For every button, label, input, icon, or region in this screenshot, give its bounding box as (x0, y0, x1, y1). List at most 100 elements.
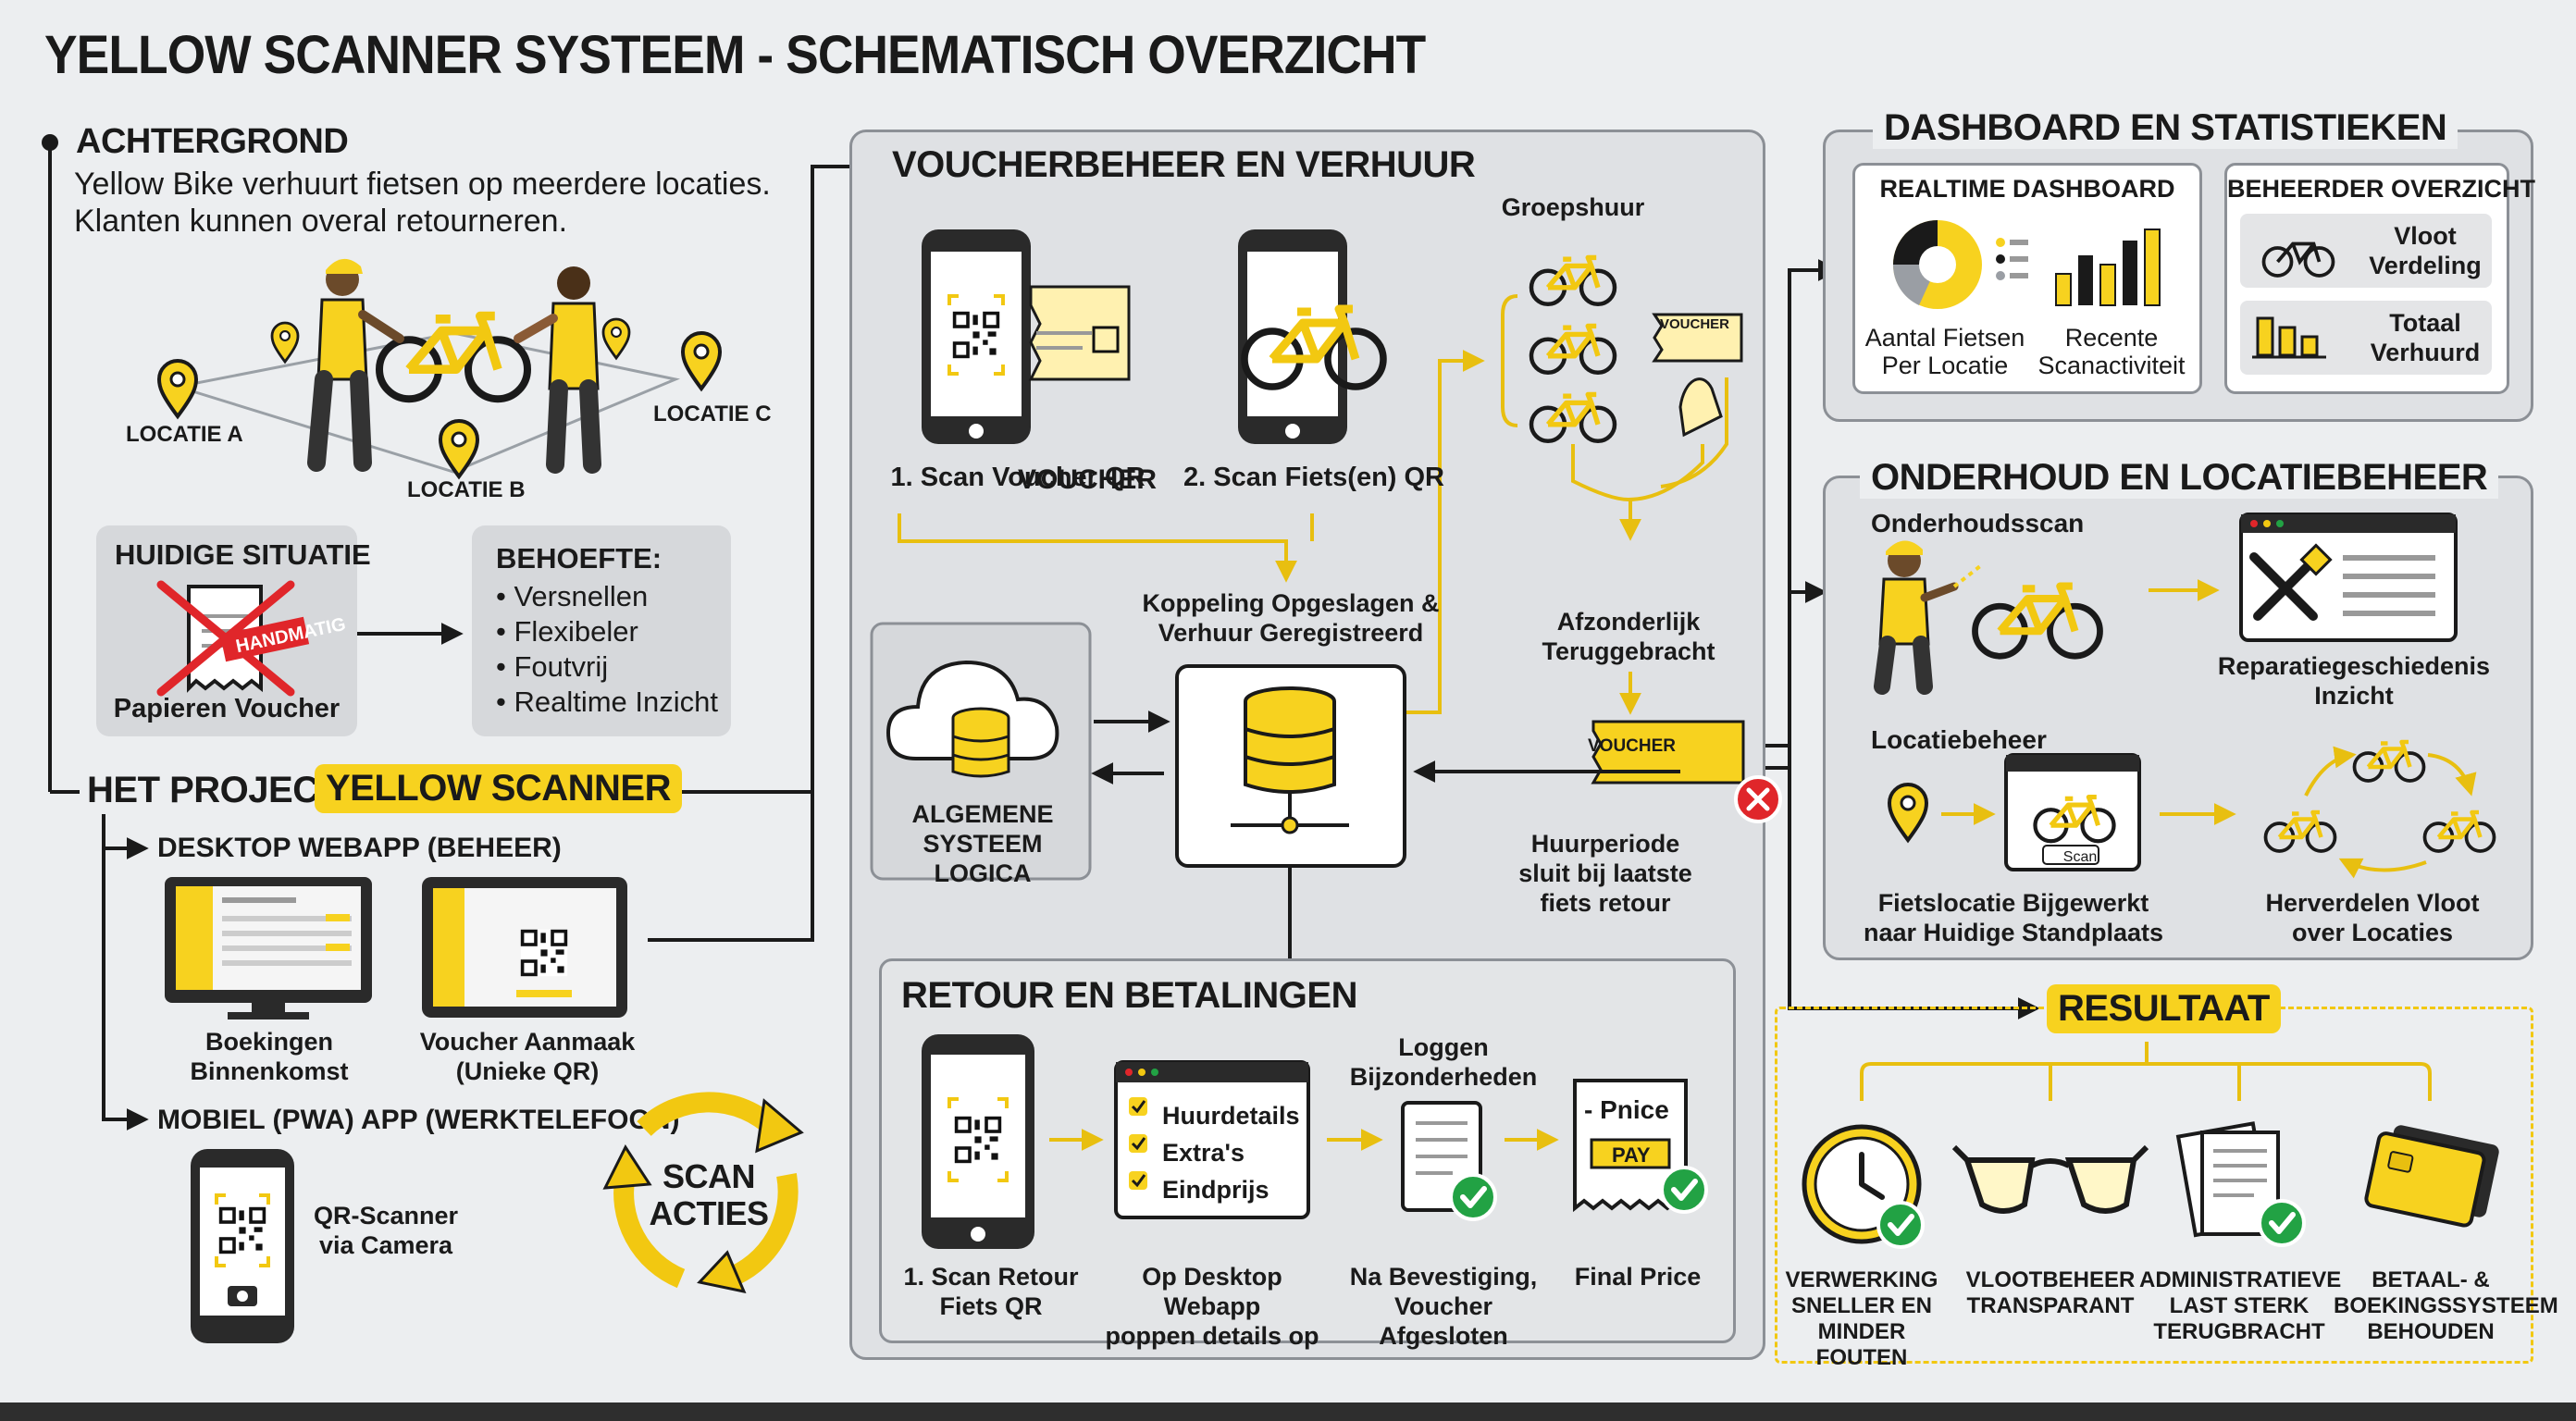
paper-voucher-icon (156, 580, 310, 697)
qr-scanner-label: QR-Scanner via Camera (307, 1201, 464, 1260)
label-line: Voucher Afgesloten (1379, 1292, 1508, 1350)
onderhoudsscan-label: Onderhoudsscan (1871, 509, 2085, 538)
locatiebeheer-label: Locatiebeheer (1871, 725, 2047, 754)
papieren-voucher-label: Papieren Voucher (113, 694, 341, 723)
bike-icon (379, 316, 527, 400)
checklist: Huurdetails Extra's Eindprijs (1162, 1097, 1300, 1208)
achtergrond-line2: Klanten kunnen overal retourneren. (74, 204, 568, 239)
person-icon (514, 266, 601, 474)
realtime-caption: Aantal Fietsen Per Locatie (1862, 324, 2028, 379)
glasses-icon (1951, 1144, 2149, 1214)
label-line: Afzonderlijk (1556, 608, 1701, 636)
label-line: Bijzonderheden (1349, 1063, 1538, 1091)
retour-caption: Op Desktop Webapp poppen details op (1092, 1262, 1332, 1351)
person-icon (307, 258, 404, 472)
realtime-caption: Recente Scanactiviteit (2028, 324, 2195, 379)
huidige-situatie-card: HUIDIGE SITUATIE HANDMATIG Papieren Vouc… (96, 525, 371, 736)
group-bikes-icon (1406, 257, 1743, 715)
desktop-webapp-heading: DESKTOP WEBAPP (BEHEER) (157, 833, 562, 863)
repair-window-icon (2239, 513, 2458, 642)
label-line: fiets retour (1540, 889, 1671, 917)
behoefte-card: BEHOEFTE: • Versnellen • Flexibeler • Fo… (472, 525, 731, 736)
label-line: QR-Scanner (313, 1202, 459, 1229)
label-line: Verhuur Geregistreerd (1158, 619, 1424, 647)
label-line: Verhuurd (2370, 339, 2481, 366)
rental-illustration (157, 258, 722, 478)
retour-caption: Final Price (1564, 1262, 1712, 1291)
label-line: naar Huidige Standplaats (1863, 919, 2164, 946)
donut-chart-icon (1892, 220, 1982, 309)
label-line: Teruggebracht (1542, 637, 1715, 665)
location-pin-icon (1888, 783, 1928, 842)
phone-return-icon (922, 1034, 1034, 1249)
label-line: Aantal Fietsen (1864, 324, 2025, 352)
pay-label: PAY (1612, 1143, 1651, 1167)
step2-label: 2. Scan Fiets(en) QR (1183, 463, 1444, 492)
behoefte-item: • Versnellen (496, 580, 649, 612)
label-line: over Locaties (2291, 919, 2454, 946)
label-line: sluit bij laatste (1518, 859, 1692, 887)
huurperiode-label: Huurperiode sluit bij laatste fiets reto… (1499, 829, 1712, 918)
resultaat-item-label: VLOOTBEHEER TRANSPARANT (1960, 1267, 2141, 1319)
label-line: Loggen (1398, 1033, 1489, 1061)
label-line: Huurperiode (1530, 830, 1680, 858)
credit-card-icon (2364, 1125, 2499, 1228)
bottom-bar (0, 1402, 2576, 1421)
label-line: LAST STERK (2169, 1293, 2310, 1318)
onderhoud-graphics (1874, 513, 2533, 879)
label-line: TERUGBRACHT (2153, 1319, 2325, 1344)
loggen-label: Loggen Bijzonderheden (1342, 1032, 1545, 1092)
totaal-verhuurd-label: Totaal Verhuurd (2360, 308, 2490, 367)
phone-qr-icon (191, 1149, 294, 1343)
label-line: VLOOTBEHEER (1965, 1267, 2136, 1292)
checklist-item: Huurdetails (1162, 1102, 1300, 1130)
behoefte-item: • Flexibeler (496, 615, 638, 648)
desktop-screens (165, 877, 627, 1019)
bar-chart-icon (2055, 229, 2161, 306)
label-line: MINDER FOUTEN (1815, 1319, 1908, 1370)
resultaat-item-label: ADMINISTRATIEVE LAST STERK TERUGBRACHT (2139, 1267, 2341, 1345)
scan-badge-label: Scan (2062, 849, 2098, 865)
label-line: Per Locatie (1881, 352, 2009, 379)
location-label: LOCATIE A (126, 422, 243, 447)
page-title: YELLOW SCANNER SYSTEEM - SCHEMATISCH OVE… (44, 25, 1426, 85)
onderhoud-heading: ONDERHOUD EN LOCATIEBEHEER (1860, 457, 2499, 499)
label-line: Herverdelen Vloot (2265, 889, 2480, 917)
checklist-item: Eindprijs (1162, 1176, 1269, 1204)
fietslocatie-label: Fietslocatie Bijgewerkt naar Huidige Sta… (1856, 888, 2171, 947)
label-line: BEHOUDEN (2367, 1319, 2495, 1344)
behoefte-item: • Foutvrij (496, 650, 609, 683)
groepshuur-label: Groepshuur (1501, 193, 1645, 221)
afzonderlijk-label: Afzonderlijk Teruggebracht (1517, 607, 1740, 666)
price-text: - Pnice (1584, 1095, 1669, 1124)
cloud-icon (870, 622, 1092, 881)
resultaat-item-label: BETAAL- & BOEKINGSSYSTEEM BEHOUDEN (2334, 1267, 2558, 1345)
monitor-icon (165, 877, 372, 1019)
desktop-item-label: Boekingen Binnenkomst (172, 1027, 366, 1086)
scan-window-icon (2004, 753, 2141, 871)
project-name: YELLOW SCANNER (315, 764, 682, 813)
label-line: poppen details op (1105, 1322, 1319, 1350)
database-icon (1175, 664, 1406, 868)
legend-icon (1996, 238, 2028, 280)
checklist-item: Extra's (1162, 1139, 1245, 1167)
phone-bike-icon (1238, 229, 1383, 444)
desktop-item-label: Voucher Aanmaak (Unieke QR) (407, 1027, 648, 1086)
label-line: 1. Scan Retour (903, 1263, 1079, 1291)
voucherbeheer-graphics (870, 229, 1782, 958)
label-line: Totaal (2389, 309, 2461, 337)
clock-icon (1802, 1124, 1923, 1247)
label-line: Inzicht (2314, 682, 2394, 710)
scan-acties-label: SCAN ACTIES (625, 1158, 792, 1232)
behoefte-item: • Realtime Inzicht (496, 686, 718, 718)
resultaat-item-label: VERWERKING SNELLER EN MINDER FOUTEN (1771, 1267, 1952, 1371)
fleet-cycle-icon (2266, 742, 2495, 879)
phone-voucher-icon (922, 229, 1131, 444)
label-line: Koppeling Opgeslagen & (1142, 589, 1440, 617)
label-line: Scanactiviteit (2037, 352, 2186, 379)
tablet-icon (422, 877, 627, 1018)
label-line: Verdeling (2369, 252, 2482, 279)
vloot-verdeling-label: Vloot Verdeling (2360, 221, 2490, 280)
dashboard-heading: DASHBOARD EN STATISTIEKEN (1873, 107, 2458, 149)
resultaat-graphics (1802, 1042, 2499, 1362)
